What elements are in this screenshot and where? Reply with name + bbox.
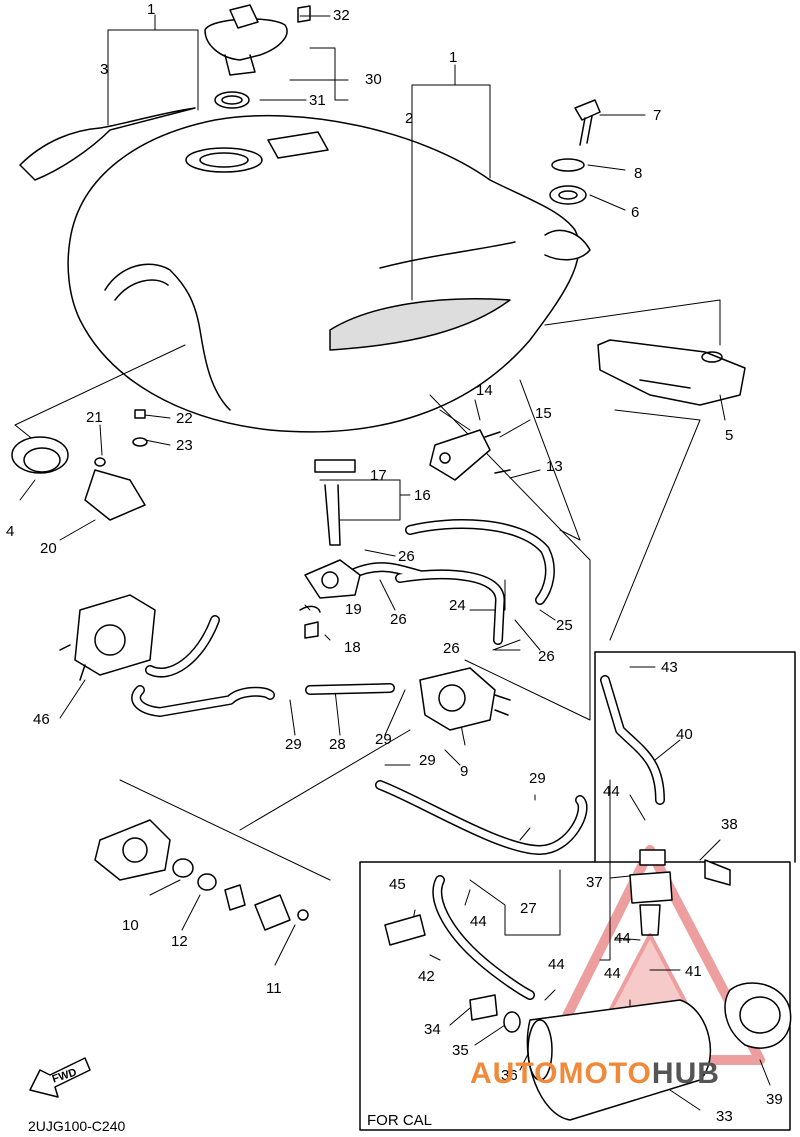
callout-44d: 44 (548, 956, 565, 973)
part-code: 2UJG100-C240 (28, 1118, 126, 1134)
callout-1a: 1 (147, 1, 156, 18)
callout-35: 35 (452, 1042, 469, 1059)
callout-25: 25 (556, 617, 573, 634)
callout-26b: 26 (390, 611, 407, 628)
watermark-part3: HUB (651, 1057, 720, 1090)
pump-exploded (94, 819, 309, 931)
callout-44b: 44 (470, 913, 487, 930)
callout-23: 23 (176, 437, 193, 454)
callout-44c: 44 (614, 930, 631, 947)
callout-42: 42 (418, 968, 435, 985)
canister-parts (384, 849, 792, 1121)
bracket-14 (429, 429, 511, 481)
bracket-5 (597, 339, 746, 406)
watermark-logo: AUTOMOTOHUB (470, 1057, 720, 1091)
callout-29b: 29 (375, 731, 392, 748)
callout-29c: 29 (419, 752, 436, 769)
callout-22: 22 (176, 410, 193, 427)
callout-21: 21 (86, 409, 103, 426)
callout-2: 2 (405, 110, 414, 127)
callout-32: 32 (333, 7, 350, 24)
watermark-part1: AUTO (470, 1057, 559, 1090)
callout-6: 6 (631, 204, 640, 221)
callout-26a: 26 (398, 548, 415, 565)
callout-44a: 44 (603, 783, 620, 800)
fuel-tank (19, 107, 591, 433)
callout-33: 33 (716, 1108, 733, 1125)
callout-10: 10 (122, 917, 139, 934)
callout-20: 20 (40, 540, 57, 557)
watermark-part2: MOTO (558, 1057, 652, 1090)
callout-41: 41 (685, 963, 702, 980)
callout-36: 36 (501, 1067, 518, 1084)
callout-19: 19 (345, 601, 362, 618)
callout-31: 31 (309, 92, 326, 109)
callout-15: 15 (535, 405, 552, 422)
callout-13: 13 (546, 458, 563, 475)
hoses-inner (132, 520, 664, 999)
callout-30: 30 (365, 71, 382, 88)
callout-29d: 29 (529, 770, 546, 787)
callout-4: 4 (6, 523, 15, 540)
callout-9: 9 (460, 763, 469, 780)
filler-cap (204, 4, 311, 109)
for-cal-label: FOR CAL (367, 1112, 433, 1129)
callout-12: 12 (171, 933, 188, 950)
callout-24: 24 (449, 597, 466, 614)
cal-box (359, 651, 796, 1131)
leader-lines (14, 14, 771, 1111)
callout-28: 28 (329, 736, 346, 753)
cap-4 (11, 409, 148, 474)
callout-8: 8 (634, 165, 643, 182)
callout-45: 45 (389, 876, 406, 893)
fuel-petcock (299, 459, 361, 639)
callout-26c: 26 (443, 640, 460, 657)
callout-38: 38 (721, 816, 738, 833)
callout-46: 46 (33, 711, 50, 728)
callout-27: 27 (520, 900, 537, 917)
callout-37: 37 (586, 874, 603, 891)
callout-17: 17 (370, 467, 387, 484)
callout-44e: 44 (604, 965, 621, 982)
callout-26d: 26 (538, 648, 555, 665)
callout-14: 14 (476, 382, 493, 399)
fuel-pump-46 (59, 469, 156, 681)
fuel-pump-9 (419, 667, 511, 731)
callout-40: 40 (676, 726, 693, 743)
fwd-arrow-icon (29, 1057, 91, 1098)
callout-34: 34 (424, 1021, 441, 1038)
callout-7: 7 (653, 107, 662, 124)
callout-5: 5 (725, 427, 734, 444)
callout-11: 11 (266, 980, 282, 997)
callout-3: 3 (100, 61, 109, 78)
callout-39: 39 (766, 1091, 783, 1108)
callout-16: 16 (414, 487, 431, 504)
bolt-washer-group (549, 99, 601, 205)
callout-18: 18 (344, 639, 361, 656)
callout-43: 43 (661, 659, 678, 676)
callout-1b: 1 (449, 49, 458, 66)
callout-29a: 29 (285, 736, 302, 753)
